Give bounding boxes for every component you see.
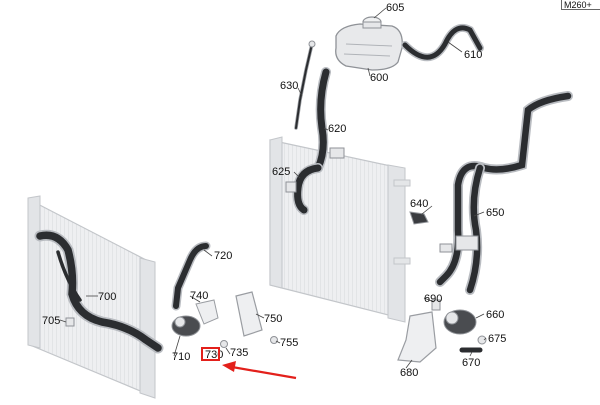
hose-620 <box>313 67 345 173</box>
label-605: 605 <box>386 2 404 14</box>
hose-720 <box>171 241 211 311</box>
label-750: 750 <box>264 313 282 325</box>
label-630: 630 <box>280 80 298 92</box>
label-755: 755 <box>280 337 298 349</box>
label-625: 625 <box>272 166 290 178</box>
bracket-740 <box>195 299 219 325</box>
clip-690 <box>431 299 441 311</box>
label-670: 670 <box>462 357 480 369</box>
connector-640 <box>409 211 429 225</box>
label-720: 720 <box>214 250 232 262</box>
label-675: 675 <box>488 333 506 345</box>
bracket-680 <box>397 311 437 363</box>
screw-675 <box>477 335 487 345</box>
red-arrow <box>222 361 297 380</box>
label-740: 740 <box>190 290 208 302</box>
label-700: 700 <box>98 291 116 303</box>
label-650: 650 <box>486 207 504 219</box>
label-660: 660 <box>486 309 504 321</box>
label-705: 705 <box>42 315 60 327</box>
expansion-tank-cap <box>362 16 382 29</box>
label-600: 600 <box>370 72 388 84</box>
label-680: 680 <box>400 367 418 379</box>
label-710: 710 <box>172 351 190 363</box>
label-735: 735 <box>230 347 248 359</box>
hose-625 <box>285 163 323 215</box>
model-code-box: M260+ <box>561 0 600 10</box>
hose-650 <box>435 91 573 295</box>
leader-lines <box>59 7 487 369</box>
highlight-box-730 <box>201 347 220 361</box>
label-610: 610 <box>464 49 482 61</box>
auxiliary-radiator <box>27 195 156 399</box>
model-code: M260+ <box>564 0 592 10</box>
screw-755 <box>270 336 278 344</box>
hose-610 <box>401 23 484 62</box>
hose-630 <box>294 40 316 130</box>
pump-710 <box>171 315 201 337</box>
main-radiator <box>269 136 411 323</box>
bracket-750 <box>235 291 263 337</box>
expansion-tank <box>335 23 403 71</box>
hose-700 <box>34 229 164 354</box>
screw-735 <box>220 340 228 348</box>
label-620: 620 <box>328 123 346 135</box>
clip-705 <box>65 317 75 327</box>
label-690: 690 <box>424 293 442 305</box>
pump-660 <box>443 309 477 335</box>
label-640: 640 <box>410 198 428 210</box>
